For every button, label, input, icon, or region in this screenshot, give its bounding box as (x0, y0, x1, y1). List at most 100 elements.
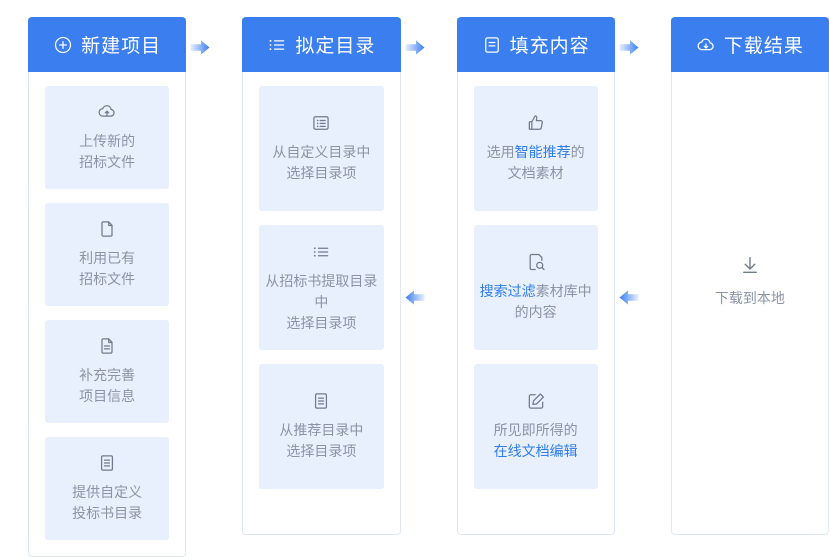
flow-arrow-group-2 (401, 18, 429, 549)
search-document-icon (524, 250, 548, 274)
plain-text: 投标书目录 (72, 505, 143, 521)
flow-column-new-project: 新建项目上传新的招标文件利用已有招标文件补充完善项目信息提供自定义投标书目录 (28, 17, 187, 557)
flow-arrow-right-2 (401, 18, 429, 549)
plain-text: 招标文件 (79, 154, 136, 170)
flow-card-line: 选择目录项 (272, 163, 370, 184)
plain-text: 文档素材 (507, 165, 564, 181)
flow-card-draft-catalog-2[interactable]: 从推荐目录中选择目录项 (259, 364, 384, 489)
flow-card-line: 从招标书提取目录中 (265, 271, 377, 313)
plain-text: 选择目录项 (286, 165, 357, 181)
flow-card-fill-content-2[interactable]: 所见即所得的在线文档编辑 (473, 364, 598, 489)
column-header-fill-content[interactable]: 填充内容 (456, 17, 615, 72)
download-arrow-icon (737, 252, 763, 278)
flow-card-label: 搜索过滤素材库中的内容 (480, 281, 592, 323)
flow-arrow-left-2 (401, 18, 429, 549)
plain-text: 从推荐目录中 (279, 422, 364, 438)
flow-card-line: 招标文件 (79, 269, 135, 290)
plain-text: 提供自定义 (72, 484, 143, 500)
flow-card-label: 利用已有招标文件 (79, 248, 135, 290)
plain-text: 上传新的 (79, 133, 136, 149)
flow-card-line: 选择目录项 (279, 441, 363, 462)
flow-arrow-group-1 (186, 18, 214, 549)
plain-text: 所见即所得的 (493, 422, 578, 438)
flow-card-line: 选用智能推荐的 (487, 142, 585, 163)
flow-card-fill-content-1[interactable]: 搜索过滤素材库中的内容 (473, 225, 598, 350)
flow-arrow-right-3 (615, 18, 643, 549)
flow-card-label: 从招标书提取目录中选择目录项 (265, 271, 377, 334)
flow-card-fill-content-0[interactable]: 选用智能推荐的文档素材 (473, 86, 598, 211)
flow-card-line: 提供自定义 (72, 482, 142, 503)
flow-card-draft-catalog-1[interactable]: 从招标书提取目录中选择目录项 (259, 225, 384, 350)
flow-card-label: 从自定义目录中选择目录项 (272, 142, 370, 184)
flow-card-draft-catalog-0[interactable]: 从自定义目录中选择目录项 (259, 86, 384, 211)
flow-card-label: 所见即所得的在线文档编辑 (494, 420, 578, 462)
highlighted-text: 搜索过滤 (479, 283, 536, 299)
document-lines-icon (95, 334, 119, 358)
flow-card-line: 从自定义目录中 (272, 142, 370, 163)
cloud-download-icon (696, 35, 716, 55)
plain-text: 选用 (486, 144, 515, 160)
flow-card-line: 搜索过滤素材库中 (480, 281, 592, 302)
flow-card-line: 在线文档编辑 (494, 441, 578, 462)
flow-card-label: 下载到本地 (715, 288, 785, 309)
flow-card-label: 从推荐目录中选择目录项 (279, 420, 363, 462)
column-body-download-result: 下载到本地 (672, 72, 828, 534)
list-detail-icon (267, 35, 287, 55)
highlighted-text: 智能推荐 (514, 144, 571, 160)
flow-item-download-result-0[interactable]: 下载到本地 (715, 252, 785, 309)
flow-card-new-project-3[interactable]: 提供自定义投标书目录 (45, 437, 170, 540)
plain-text: 补充完善 (79, 367, 136, 383)
flow-arrow-left-3 (615, 18, 643, 549)
list-box-icon (309, 111, 333, 135)
column-body-draft-catalog: 从自定义目录中选择目录项从招标书提取目录中选择目录项从推荐目录中选择目录项 (243, 72, 399, 534)
highlighted-text: 在线文档编辑 (493, 443, 578, 459)
plain-text: 素材库中 (535, 283, 592, 299)
document-box-icon (482, 35, 502, 55)
flow-card-line: 补充完善 (79, 365, 135, 386)
flow-card-new-project-1[interactable]: 利用已有招标文件 (45, 203, 170, 306)
flow-card-line: 从推荐目录中 (279, 420, 363, 441)
column-header-title: 下载结果 (723, 36, 804, 57)
flow-arrow-right-1 (186, 18, 214, 549)
column-header-title: 拟定目录 (295, 36, 376, 57)
flow-card-label: 提供自定义投标书目录 (72, 482, 142, 524)
column-header-download-result[interactable]: 下载结果 (670, 17, 829, 72)
plain-text: 项目信息 (79, 388, 136, 404)
plain-text: 的内容 (514, 304, 557, 320)
plain-text: 从自定义目录中 (272, 144, 371, 160)
ordered-list-icon (309, 240, 333, 264)
flow-card-line: 的内容 (480, 302, 592, 323)
flow-card-line: 文档素材 (487, 163, 585, 184)
flow-column-download-result: 下载结果下载到本地 (670, 17, 829, 535)
plain-text: 从招标书提取目录中 (265, 272, 378, 310)
flow-card-line: 下载到本地 (715, 290, 785, 306)
edit-square-icon (524, 389, 548, 413)
flow-column-fill-content: 填充内容选用智能推荐的文档素材搜索过滤素材库中的内容所见即所得的在线文档编辑 (456, 17, 615, 535)
flow-card-line: 上传新的 (79, 131, 135, 152)
plain-text: 的 (570, 144, 585, 160)
column-header-title: 填充内容 (509, 36, 590, 57)
document-icon (95, 217, 119, 241)
flow-card-line: 项目信息 (79, 386, 135, 407)
plain-text: 选择目录项 (286, 443, 357, 459)
column-body-new-project: 上传新的招标文件利用已有招标文件补充完善项目信息提供自定义投标书目录 (29, 72, 185, 556)
document-text-icon (309, 389, 333, 413)
flow-card-new-project-2[interactable]: 补充完善项目信息 (45, 320, 170, 423)
thumbs-up-icon (524, 111, 548, 135)
flow-card-label: 补充完善项目信息 (79, 365, 135, 407)
flow-card-label: 上传新的招标文件 (79, 131, 135, 173)
column-body-fill-content: 选用智能推荐的文档素材搜索过滤素材库中的内容所见即所得的在线文档编辑 (458, 72, 614, 534)
plus-circle-icon (53, 35, 73, 55)
plain-text: 利用已有 (79, 250, 136, 266)
flow-card-line: 利用已有 (79, 248, 135, 269)
column-header-draft-catalog[interactable]: 拟定目录 (242, 17, 401, 72)
plain-text: 选择目录项 (286, 314, 357, 331)
flow-arrow-group-3 (615, 18, 643, 549)
flow-card-new-project-0[interactable]: 上传新的招标文件 (45, 86, 170, 189)
flow-card-line: 招标文件 (79, 152, 135, 173)
flow-column-draft-catalog: 拟定目录从自定义目录中选择目录项从招标书提取目录中选择目录项从推荐目录中选择目录… (242, 17, 401, 535)
column-header-new-project[interactable]: 新建项目 (28, 17, 187, 72)
flow-card-line: 所见即所得的 (494, 420, 578, 441)
plain-text: 招标文件 (79, 271, 136, 287)
